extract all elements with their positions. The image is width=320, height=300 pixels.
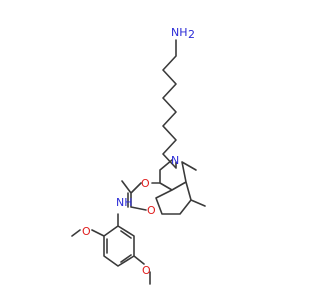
amine-subscript-label: 2 xyxy=(188,28,195,41)
aromatic-ring-bonds xyxy=(71,213,151,285)
amine-nitrogen-label: NH xyxy=(171,26,188,39)
carbamate-bonds xyxy=(121,180,161,211)
methoxy-oxygen-lower-label: O xyxy=(142,264,151,277)
methoxy-oxygen-upper-label: O xyxy=(82,225,91,238)
bicyclic-ring-bonds xyxy=(155,159,206,215)
carbonyl-oxygen-label: O xyxy=(147,204,156,217)
alkyl-chain-bonds xyxy=(162,39,177,169)
atom-labels: NH 2 N O NH O O O xyxy=(82,26,195,277)
carbamate-nh-label: NH xyxy=(116,196,133,209)
molecule-structure-diagram: NH 2 N O NH O O O xyxy=(71,26,206,285)
ester-oxygen-label: O xyxy=(141,177,150,190)
bond-lines xyxy=(71,39,206,285)
ring-nitrogen-label: N xyxy=(171,154,179,167)
